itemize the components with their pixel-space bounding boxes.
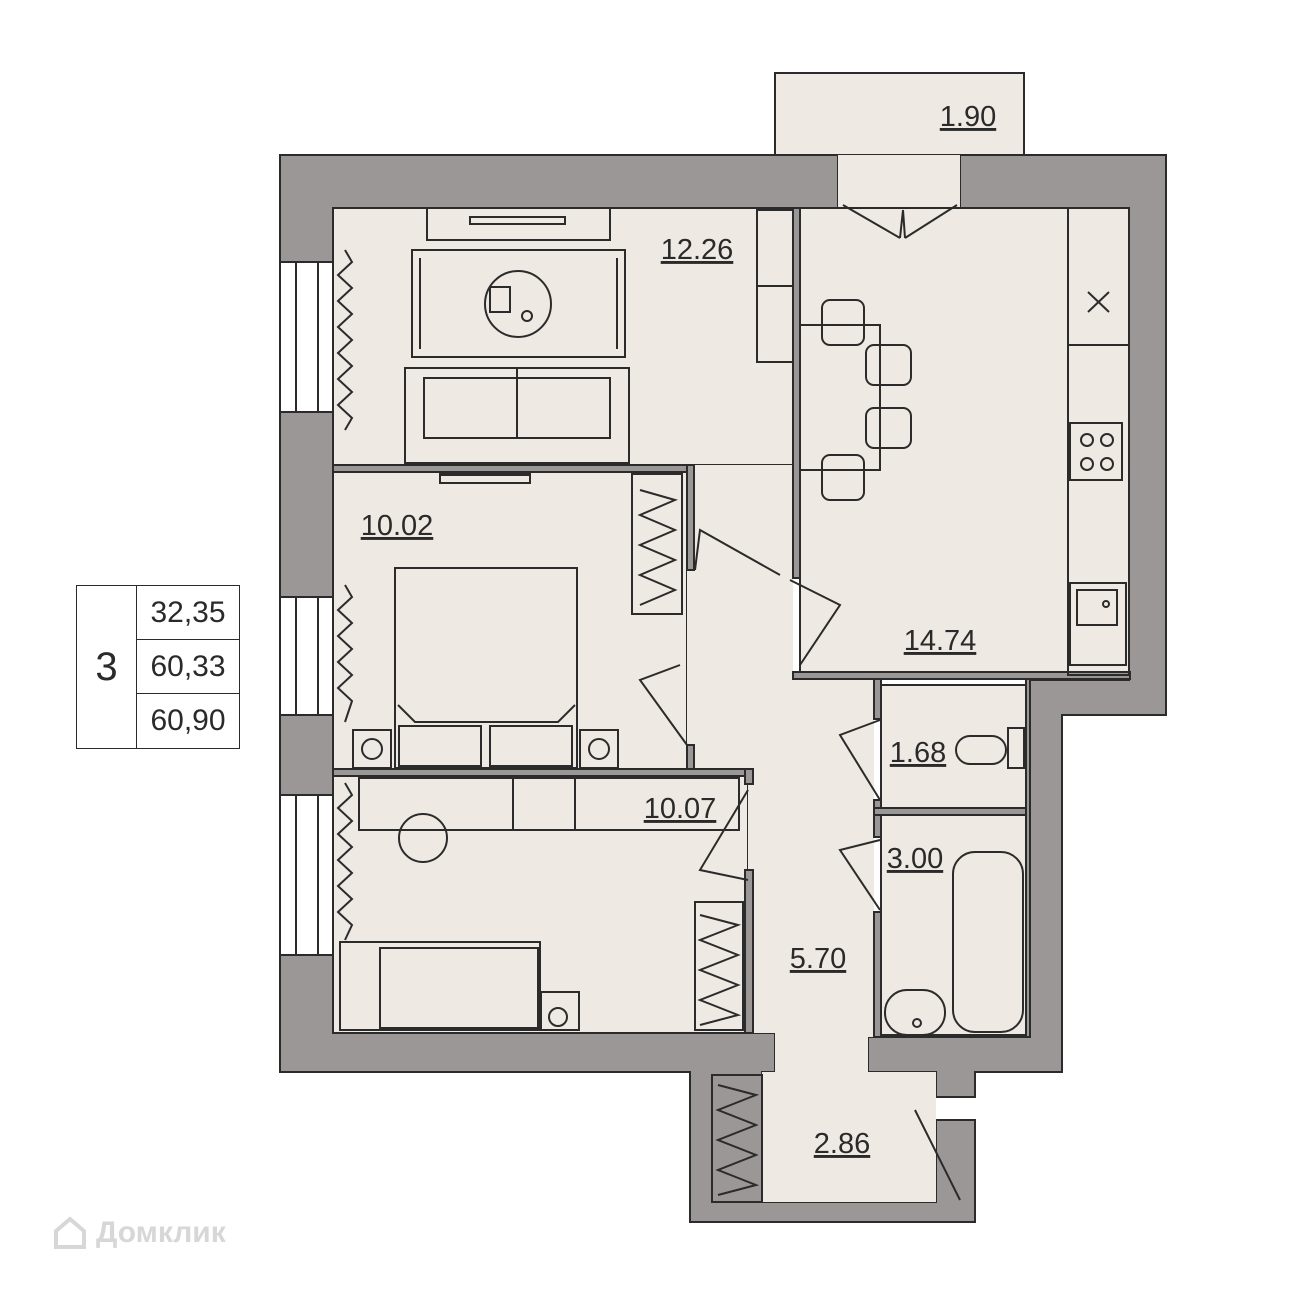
living-area-value: 32,35 bbox=[137, 586, 239, 640]
children-room-area: 10.07 bbox=[644, 793, 717, 825]
corridor-area: 5.70 bbox=[790, 943, 846, 975]
living-room-area: 12.26 bbox=[661, 234, 734, 266]
window-children bbox=[279, 794, 334, 956]
window-bedroom bbox=[279, 596, 334, 716]
house-logo-icon bbox=[54, 1216, 86, 1249]
room-labels: 1.90 12.26 14.74 10.02 10.07 1.68 3.00 5… bbox=[361, 101, 997, 1160]
curtains bbox=[336, 249, 354, 941]
bedroom-furniture bbox=[352, 473, 683, 769]
kitchen-area: 14.74 bbox=[904, 625, 977, 657]
windows bbox=[279, 261, 334, 956]
partitions bbox=[332, 207, 1131, 1038]
bedroom-area: 10.02 bbox=[361, 510, 434, 542]
area-with-balcony-value: 60,90 bbox=[150, 704, 226, 737]
bathroom-fixtures bbox=[884, 727, 1025, 1036]
hall-wardrobe bbox=[711, 1074, 763, 1203]
balcony-door bbox=[842, 204, 958, 239]
kitchen-furniture bbox=[799, 207, 1130, 676]
doors bbox=[638, 528, 961, 1201]
bathroom-area: 3.00 bbox=[887, 843, 943, 875]
room-count: 3 bbox=[77, 586, 137, 748]
area-summary-table: 3 32,35 60,33 60,90 bbox=[76, 585, 240, 749]
total-area-value: 60,33 bbox=[137, 640, 239, 694]
window-living bbox=[279, 261, 334, 413]
watermark-text: Домклик bbox=[96, 1216, 226, 1249]
wc-area: 1.68 bbox=[890, 737, 946, 769]
hall-area: 2.86 bbox=[814, 1128, 870, 1160]
balcony-floor bbox=[774, 72, 1025, 156]
balcony-area: 1.90 bbox=[940, 101, 996, 133]
watermark: Домклик bbox=[52, 1215, 226, 1251]
children-room-furniture bbox=[339, 777, 744, 1031]
